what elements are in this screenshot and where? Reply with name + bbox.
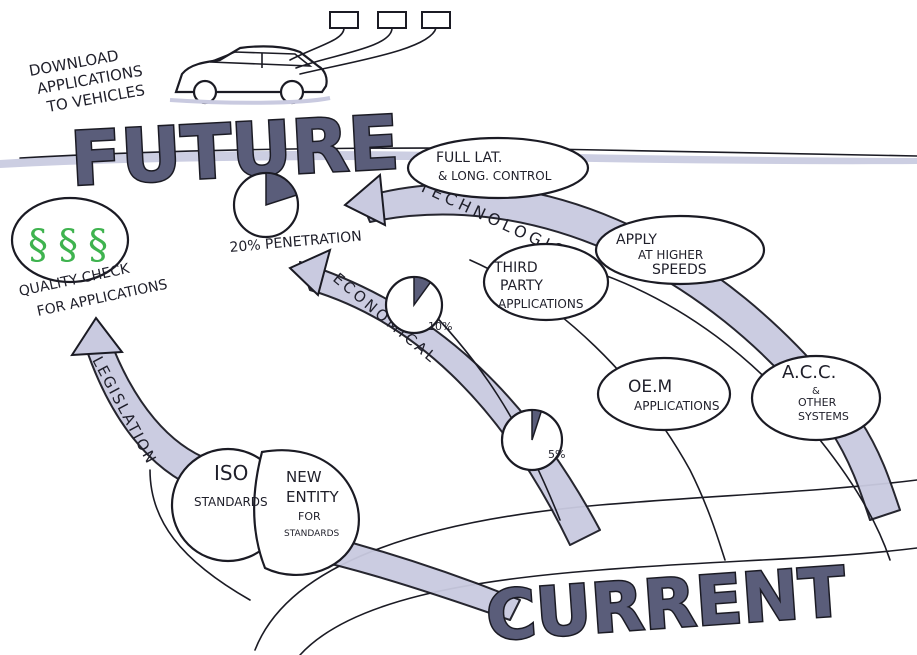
acc-line-1: A.C.C. <box>782 362 836 383</box>
arc-economical-inner <box>419 299 561 521</box>
iso-line-2: STANDARDS <box>194 495 268 509</box>
new-entity-line-3: FOR <box>298 510 321 523</box>
future-title: FUTURE <box>68 100 401 203</box>
oem-bubble <box>596 356 732 432</box>
oem-line-1: OE.M <box>628 377 672 397</box>
acc-bubble <box>750 354 882 442</box>
new-entity-bubble <box>253 449 360 576</box>
third-party-line-1: THIRD <box>493 260 538 276</box>
third-party-line-3: APPLICATIONS <box>498 297 583 311</box>
pie-10 <box>384 275 444 335</box>
car-icon <box>169 45 331 105</box>
new-entity-line-1: NEW <box>286 468 322 486</box>
acc-line-3: OTHER <box>798 396 837 409</box>
full-lat-line-2: & LONG. CONTROL <box>438 169 552 183</box>
full-lat-bubble <box>406 136 590 200</box>
check-icon: § <box>28 222 48 268</box>
quality-check-bubble: § § § <box>10 196 130 284</box>
third-party-bubble <box>482 242 610 322</box>
technological-arrowhead <box>343 172 387 227</box>
legislation-arrowhead <box>70 316 124 357</box>
pie-10-label: 10% <box>428 320 452 333</box>
check-icon: § <box>58 222 78 268</box>
apply-higher-bubble <box>594 214 766 286</box>
acc-line-2: & <box>812 386 820 397</box>
apply-line-1: APPLY <box>616 232 657 248</box>
full-lat-line-1: FULL LAT. <box>436 150 502 166</box>
new-entity-line-2: ENTITY <box>286 488 339 506</box>
iso-line-1: ISO <box>214 461 248 485</box>
download-boxes <box>289 11 451 75</box>
ground-curve-3 <box>149 469 251 601</box>
pie-5-label: 5% <box>548 448 565 461</box>
apply-line-2: AT HIGHER <box>638 248 703 262</box>
ground-curve-2 <box>299 547 917 655</box>
penetration-pie <box>232 171 300 239</box>
oem-line-2: APPLICATIONS <box>634 399 719 413</box>
apply-line-3: SPEEDS <box>652 262 707 278</box>
legislation-label: LEGISLATION <box>88 353 160 467</box>
third-party-line-2: PARTY <box>500 278 543 294</box>
check-icon: § <box>88 222 108 268</box>
pie-5 <box>500 408 564 472</box>
economical-arrowhead <box>288 248 332 297</box>
current-title: CURRENT <box>484 553 849 655</box>
new-entity-line-4: STANDARDS <box>284 529 340 539</box>
acc-line-4: SYSTEMS <box>798 410 849 423</box>
